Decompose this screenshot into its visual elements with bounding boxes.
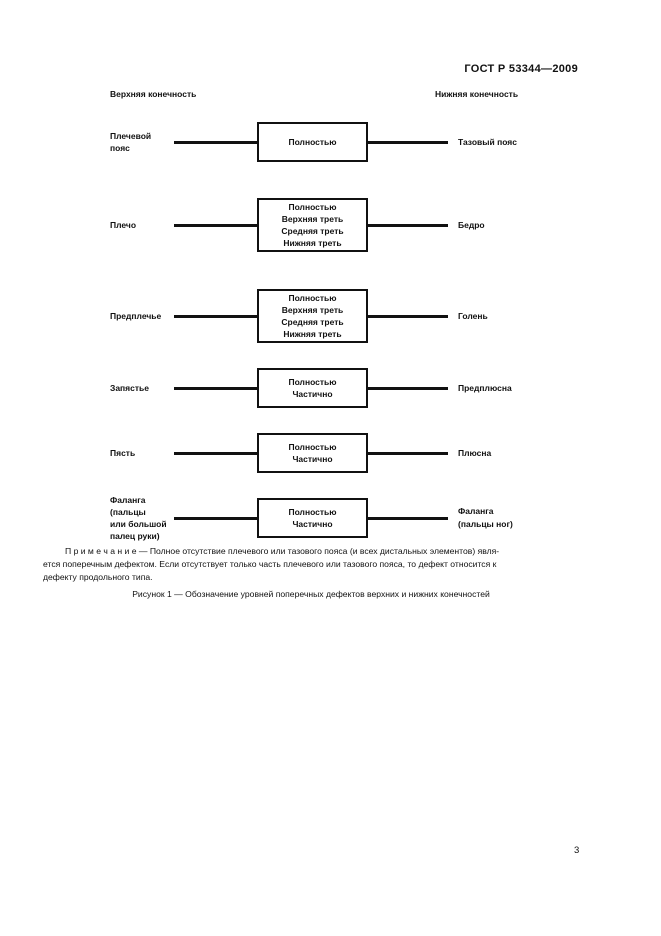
defect-level-box: Полностью Верхняя треть Средняя треть Ни…	[257, 289, 368, 343]
connector-line	[368, 223, 448, 227]
connector-line	[368, 516, 448, 520]
defect-level-box: Полностью Верхняя треть Средняя треть Ни…	[257, 198, 368, 252]
connector-line	[368, 386, 448, 390]
upper-limb-column-header: Верхняя конечность	[110, 89, 197, 99]
right-limb-label: Тазовый пояс	[458, 136, 517, 147]
connector-line	[368, 314, 448, 318]
defect-level-box: Полностью	[257, 122, 368, 162]
connector-line	[174, 451, 257, 455]
left-limb-label: Плечевой пояс	[110, 131, 152, 153]
defect-level-text: Полностью Верхняя треть Средняя треть Ни…	[281, 293, 344, 339]
lower-limb-column-header: Нижняя конечность	[435, 89, 519, 99]
right-limb-label: Предплюсна	[458, 382, 512, 393]
diagram-row-phalanx: Фаланга (пальцы или большой палец руки) …	[110, 490, 661, 546]
diagram-row-shoulder-girdle: Плечевой пояс Полностью Тазовый пояс	[110, 120, 661, 164]
defect-level-text: Полностью	[288, 137, 337, 147]
right-limb-label: Плюсна	[458, 447, 492, 458]
connector-line	[174, 140, 257, 144]
right-limb-label: Голень	[458, 310, 488, 321]
figure-caption: Рисунок 1 — Обозначение уровней поперечн…	[132, 589, 490, 599]
diagram-row-upper-arm: Плечо Полностью Верхняя треть Средняя тр…	[110, 197, 661, 253]
left-limb-label: Фаланга (пальцы или большой палец руки)	[110, 495, 167, 541]
left-limb-label: Предплечье	[110, 311, 162, 321]
defect-level-text: Полностью Частично	[288, 377, 337, 399]
connector-line	[174, 516, 257, 520]
connector-line	[174, 314, 257, 318]
connector-line	[368, 140, 448, 144]
right-limb-label: Бедро	[458, 219, 485, 230]
diagram-row-forearm: Предплечье Полностью Верхняя треть Средн…	[110, 288, 661, 344]
connector-line	[368, 451, 448, 455]
right-limb-label: Фаланга (пальцы ног)	[458, 506, 513, 529]
left-limb-label: Плечо	[110, 220, 137, 230]
left-limb-label: Пясть	[110, 448, 136, 458]
defect-level-box: Полностью Частично	[257, 368, 368, 408]
defect-level-text: Полностью Частично	[288, 507, 337, 529]
connector-line	[174, 386, 257, 390]
left-limb-label: Запястье	[110, 383, 149, 393]
defect-level-text: Полностью Верхняя треть Средняя треть Ни…	[281, 202, 344, 248]
connector-line	[174, 223, 257, 227]
note-paragraph: П р и м е ч а н и е — Полное отсутствие …	[43, 546, 500, 582]
diagram-row-wrist: Запястье Полностью Частично Предплюсна	[110, 366, 661, 410]
defect-level-box: Полностью Частично	[257, 433, 368, 473]
document-standard-number: ГОСТ Р 53344—2009	[464, 63, 578, 75]
defect-level-text: Полностью Частично	[288, 442, 337, 464]
defect-level-box: Полностью Частично	[257, 498, 368, 538]
page-number: 3	[574, 845, 580, 856]
diagram-row-metacarpus: Пясть Полностью Частично Плюсна	[110, 431, 661, 475]
